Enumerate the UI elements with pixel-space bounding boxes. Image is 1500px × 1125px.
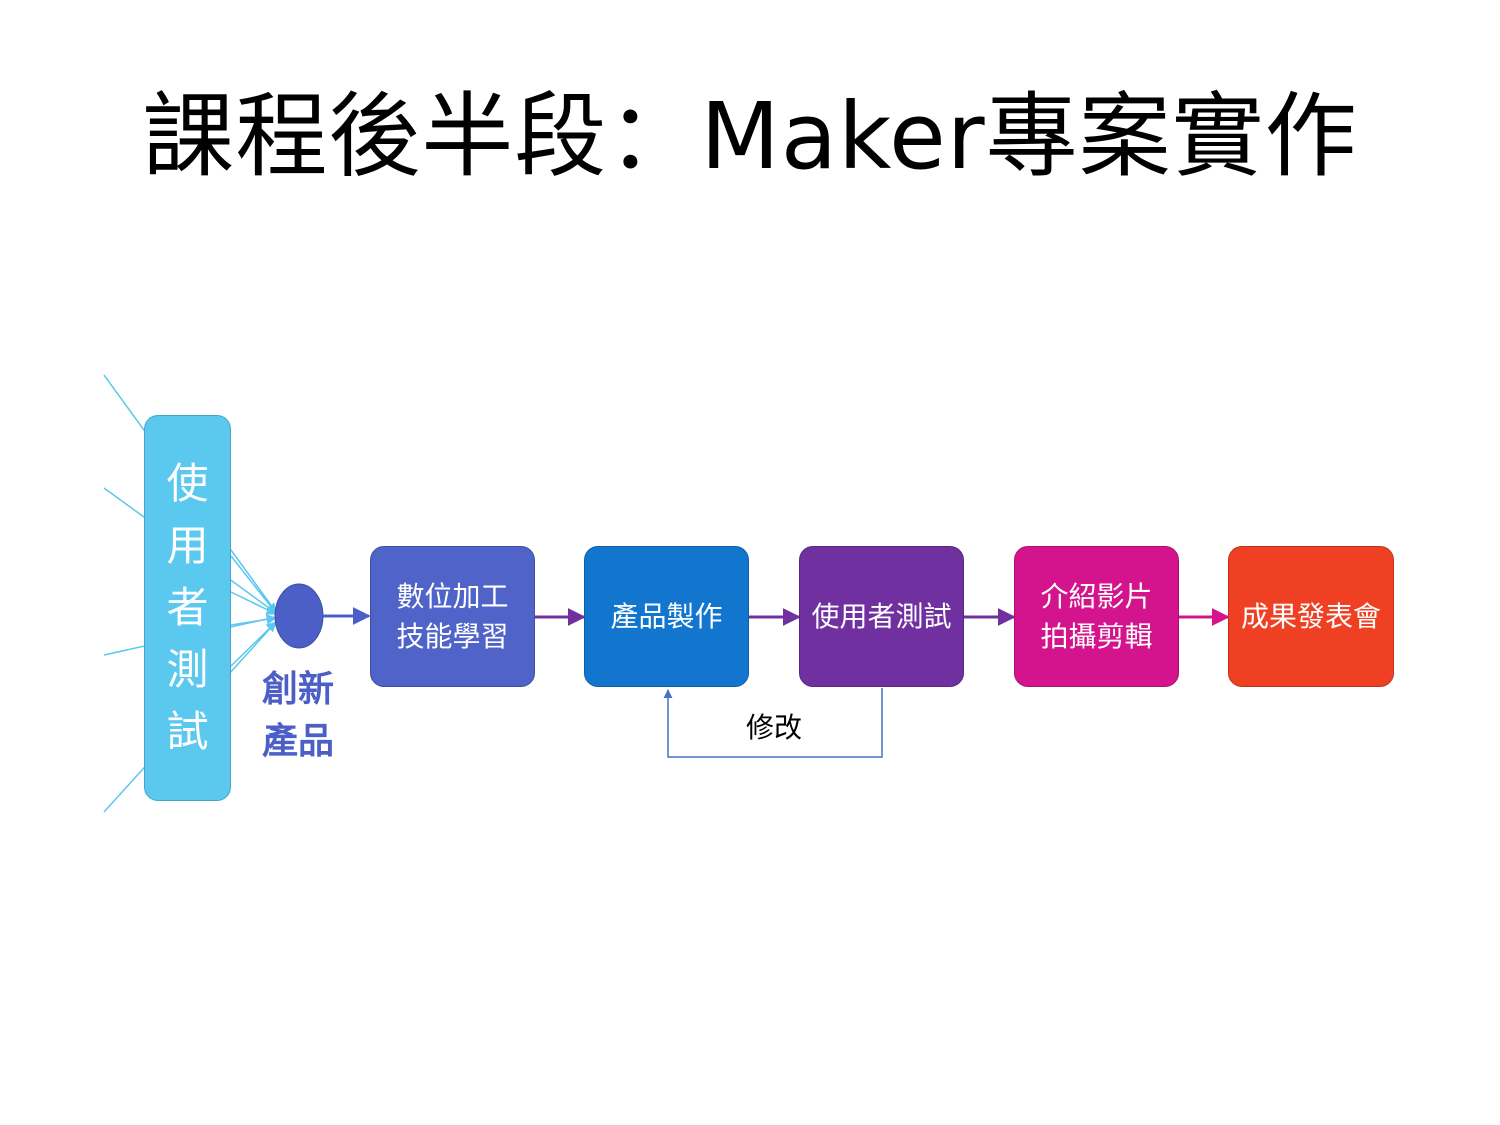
revise-label: 修改 <box>745 711 802 744</box>
step-label: 使用者測試 <box>811 599 952 633</box>
innovation-node <box>274 583 324 649</box>
step-label: 成果發表會 <box>1240 599 1381 633</box>
converging-line <box>230 555 277 614</box>
converging-line <box>230 591 277 615</box>
step-user-testing: 使用者測試 <box>799 546 964 687</box>
step-video-production: 介紹影片 拍攝剪輯 <box>1014 546 1179 687</box>
innovation-product-label: 創新產品 <box>261 669 334 762</box>
user-test-bar-label: 使用者測試 <box>166 459 209 756</box>
converging-line <box>230 621 277 667</box>
user-test-bar: 使用者測試 <box>144 415 231 801</box>
step-presentation: 成果發表會 <box>1228 546 1394 687</box>
step-product-making: 產品製作 <box>584 546 749 687</box>
step-label: 數位加工 技能學習 <box>396 579 509 653</box>
step-digital-fabrication: 數位加工 技能學習 <box>370 546 535 687</box>
slide-title: 課程後半段：Maker專案實作 <box>142 83 1358 190</box>
converging-line <box>230 614 278 626</box>
feedback-loop-line <box>663 688 883 758</box>
step-label: 產品製作 <box>610 599 723 633</box>
step-label: 介紹影片 拍攝剪輯 <box>1040 579 1153 653</box>
